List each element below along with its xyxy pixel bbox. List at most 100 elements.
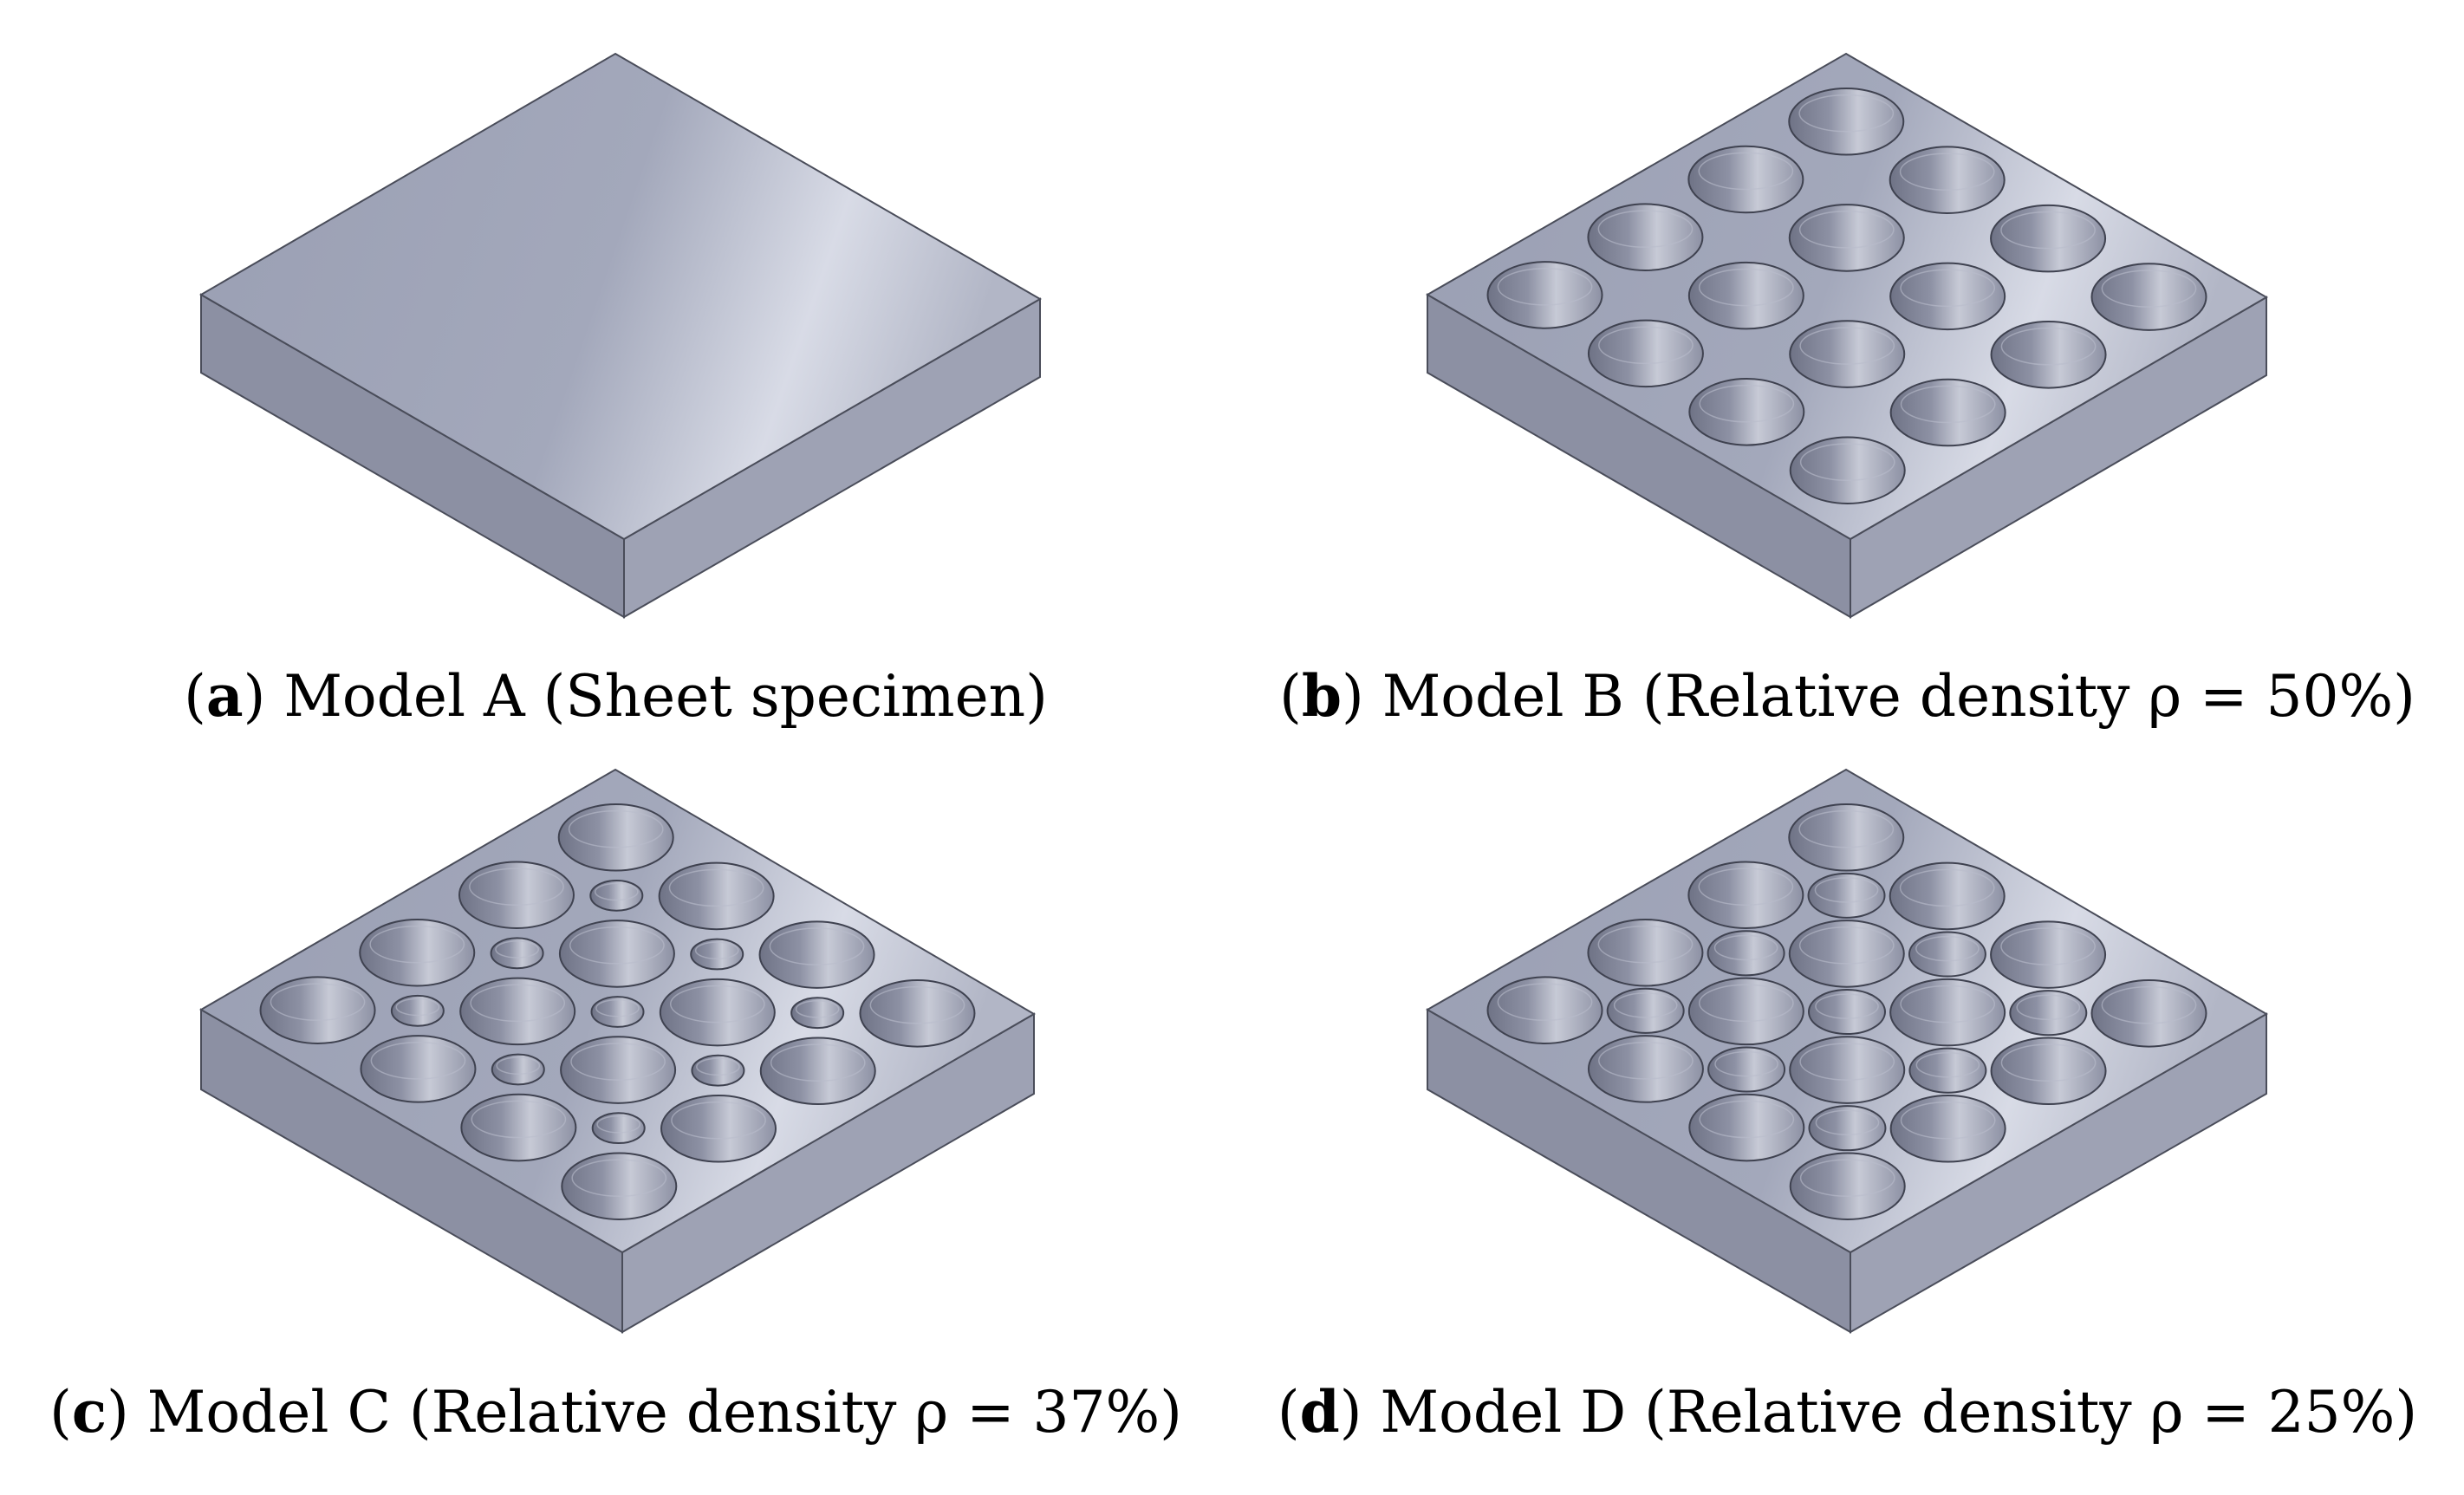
- plate-c-hole-2: [359, 918, 476, 987]
- plate-d-hole-14: [1889, 1094, 2006, 1163]
- plate-c-hole-14-rim: [671, 1101, 766, 1140]
- plate-c-hole-12-rim: [869, 985, 965, 1024]
- plate-d-hole-3: [1486, 976, 1603, 1044]
- plate-d-hole-17-rim: [1713, 934, 1778, 961]
- caption-b-title: Model B (Relative density ρ = 50%): [1382, 663, 2415, 730]
- plate-b-hole-12-rim: [2101, 270, 2197, 308]
- plate-b-hole-11: [1688, 378, 1805, 446]
- plate-b-hole-10: [1789, 320, 1906, 388]
- caption-d: (d) Model D (Relative density ρ = 25%): [1277, 1378, 2418, 1446]
- plate-b-hole-7-rim: [1598, 326, 1694, 365]
- plate-c-hole-6-rim: [470, 984, 566, 1023]
- plate-b-hole-9: [1889, 262, 2006, 331]
- plate-d-hole-13-rim: [2000, 1043, 2097, 1082]
- plate-b-hole-4: [1889, 146, 2006, 214]
- plate-c-hole-21: [491, 1053, 545, 1086]
- plate-c-hole-4: [658, 861, 775, 931]
- plate-d-hole-16: [1807, 872, 1886, 919]
- plate-c-hole-10-rim: [570, 1043, 666, 1081]
- caption-c-title: Model C (Relative density ρ = 37%): [146, 1379, 1182, 1446]
- plate-d-hole-24-rim: [1815, 1109, 1880, 1136]
- plate-c-hole-22: [790, 997, 845, 1030]
- plate-b-hole-10-rim: [1799, 327, 1895, 365]
- plate-d-hole-8: [1990, 920, 2107, 989]
- plate-c-hole-4-rim: [668, 868, 764, 907]
- plate-d-hole-8-rim: [2000, 927, 2096, 965]
- plate-d-hole-20-rim: [1815, 993, 1879, 1019]
- plate-model-c: [199, 768, 1036, 1334]
- plate-d-hole-23: [1908, 1047, 1987, 1094]
- plate-b-hole-15-rim: [1799, 443, 1895, 481]
- plate-d-hole-15-rim: [1799, 1159, 1895, 1197]
- plate-d-hole-13: [1990, 1037, 2107, 1106]
- plate-c-hole-18: [390, 994, 445, 1027]
- plate-d-hole-15: [1789, 1152, 1906, 1221]
- plate-c-hole-14: [660, 1094, 777, 1163]
- plate-d-hole-1-rim: [1698, 868, 1794, 906]
- plate-c-hole-18-rim: [395, 998, 440, 1017]
- caption-d-title: Model D (Relative density ρ = 25%): [1380, 1379, 2418, 1446]
- plate-c-hole-19: [690, 938, 744, 971]
- plate-c-hole-19-rim: [694, 941, 739, 959]
- plate-d-hole-9: [1889, 978, 2006, 1047]
- plate-model-d: [1425, 768, 2269, 1334]
- plate-b-hole-1: [1687, 145, 1804, 214]
- plate-c-hole-11-rim: [471, 1100, 567, 1139]
- plate-c-hole-15-rim: [571, 1159, 667, 1197]
- plate-c-hole-20: [590, 996, 645, 1028]
- plate-d-hole-4: [1889, 861, 2006, 931]
- plate-d-hole-12-rim: [2101, 985, 2197, 1024]
- plate-d-hole-21: [1707, 1046, 1786, 1093]
- plate-d-hole-4-rim: [1899, 868, 1995, 907]
- plate-c-hole-10: [560, 1036, 677, 1104]
- plate-c-hole-13-rim: [770, 1043, 866, 1082]
- plate-b-hole-0-rim: [1798, 94, 1895, 133]
- plate-d-hole-9-rim: [1900, 985, 1996, 1024]
- plate-c-hole-17-rim: [495, 940, 539, 959]
- plate-b-hole-4-rim: [1899, 153, 1995, 191]
- plate-c-hole-6: [459, 977, 576, 1046]
- plate-d-hole-2: [1587, 918, 1704, 987]
- plate-d-hole-10-rim: [1799, 1043, 1895, 1081]
- plate-c-hole-22-rim: [795, 1000, 840, 1018]
- caption-c-letter: c: [71, 1378, 107, 1446]
- plate-c-hole-20-rim: [595, 998, 640, 1017]
- plate-c-hole-15: [561, 1152, 678, 1221]
- plate-d-hole-22-rim: [2016, 994, 2081, 1021]
- plate-c-hole-23-rim: [696, 1057, 740, 1076]
- plate-b-hole-8: [1990, 204, 2107, 273]
- plate-c-hole-8-rim: [769, 927, 865, 965]
- plate-c-hole-16-rim: [594, 882, 639, 901]
- plate-c-hole-21-rim: [496, 1056, 541, 1075]
- plate-c-hole-9-rim: [669, 985, 765, 1024]
- plate-c-hole-23: [691, 1054, 745, 1087]
- plate-c-hole-7: [360, 1035, 477, 1103]
- plate-b-hole-1-rim: [1698, 152, 1794, 191]
- caption-a-title: Model A (Sheet specimen): [283, 663, 1048, 730]
- plate-d-hole-12: [2090, 979, 2207, 1048]
- plate-c-hole-1: [458, 861, 575, 930]
- plate-b-hole-3-rim: [1497, 268, 1593, 306]
- plate-d-hole-18-rim: [1613, 992, 1678, 1018]
- plate-b-top-face: [1425, 52, 2268, 541]
- plate-d-hole-22: [2009, 990, 2088, 1037]
- plate-b-hole-15: [1789, 436, 1906, 505]
- plate-model-a: [199, 52, 1043, 619]
- plate-d-hole-14-rim: [1900, 1101, 1996, 1140]
- plate-c-hole-17: [490, 937, 544, 970]
- plate-d-hole-1: [1687, 861, 1804, 930]
- plate-b-hole-6: [1687, 261, 1804, 330]
- caption-d-letter: d: [1299, 1378, 1340, 1446]
- plate-c-hole-8: [758, 920, 875, 989]
- plate-b-hole-5-rim: [1798, 211, 1895, 249]
- plate-d-hole-5-rim: [1798, 926, 1895, 965]
- plate-d-hole-23-rim: [1915, 1052, 1980, 1078]
- plate-d-hole-6-rim: [1698, 984, 1794, 1023]
- plate-b-hole-7: [1587, 319, 1704, 388]
- plate-d-hole-19-rim: [1915, 935, 1980, 962]
- plate-b-hole-6-rim: [1698, 268, 1794, 307]
- plate-c-hole-5: [558, 920, 675, 988]
- plate-b-hole-9-rim: [1900, 269, 1996, 308]
- plate-d-hole-11-rim: [1699, 1100, 1795, 1139]
